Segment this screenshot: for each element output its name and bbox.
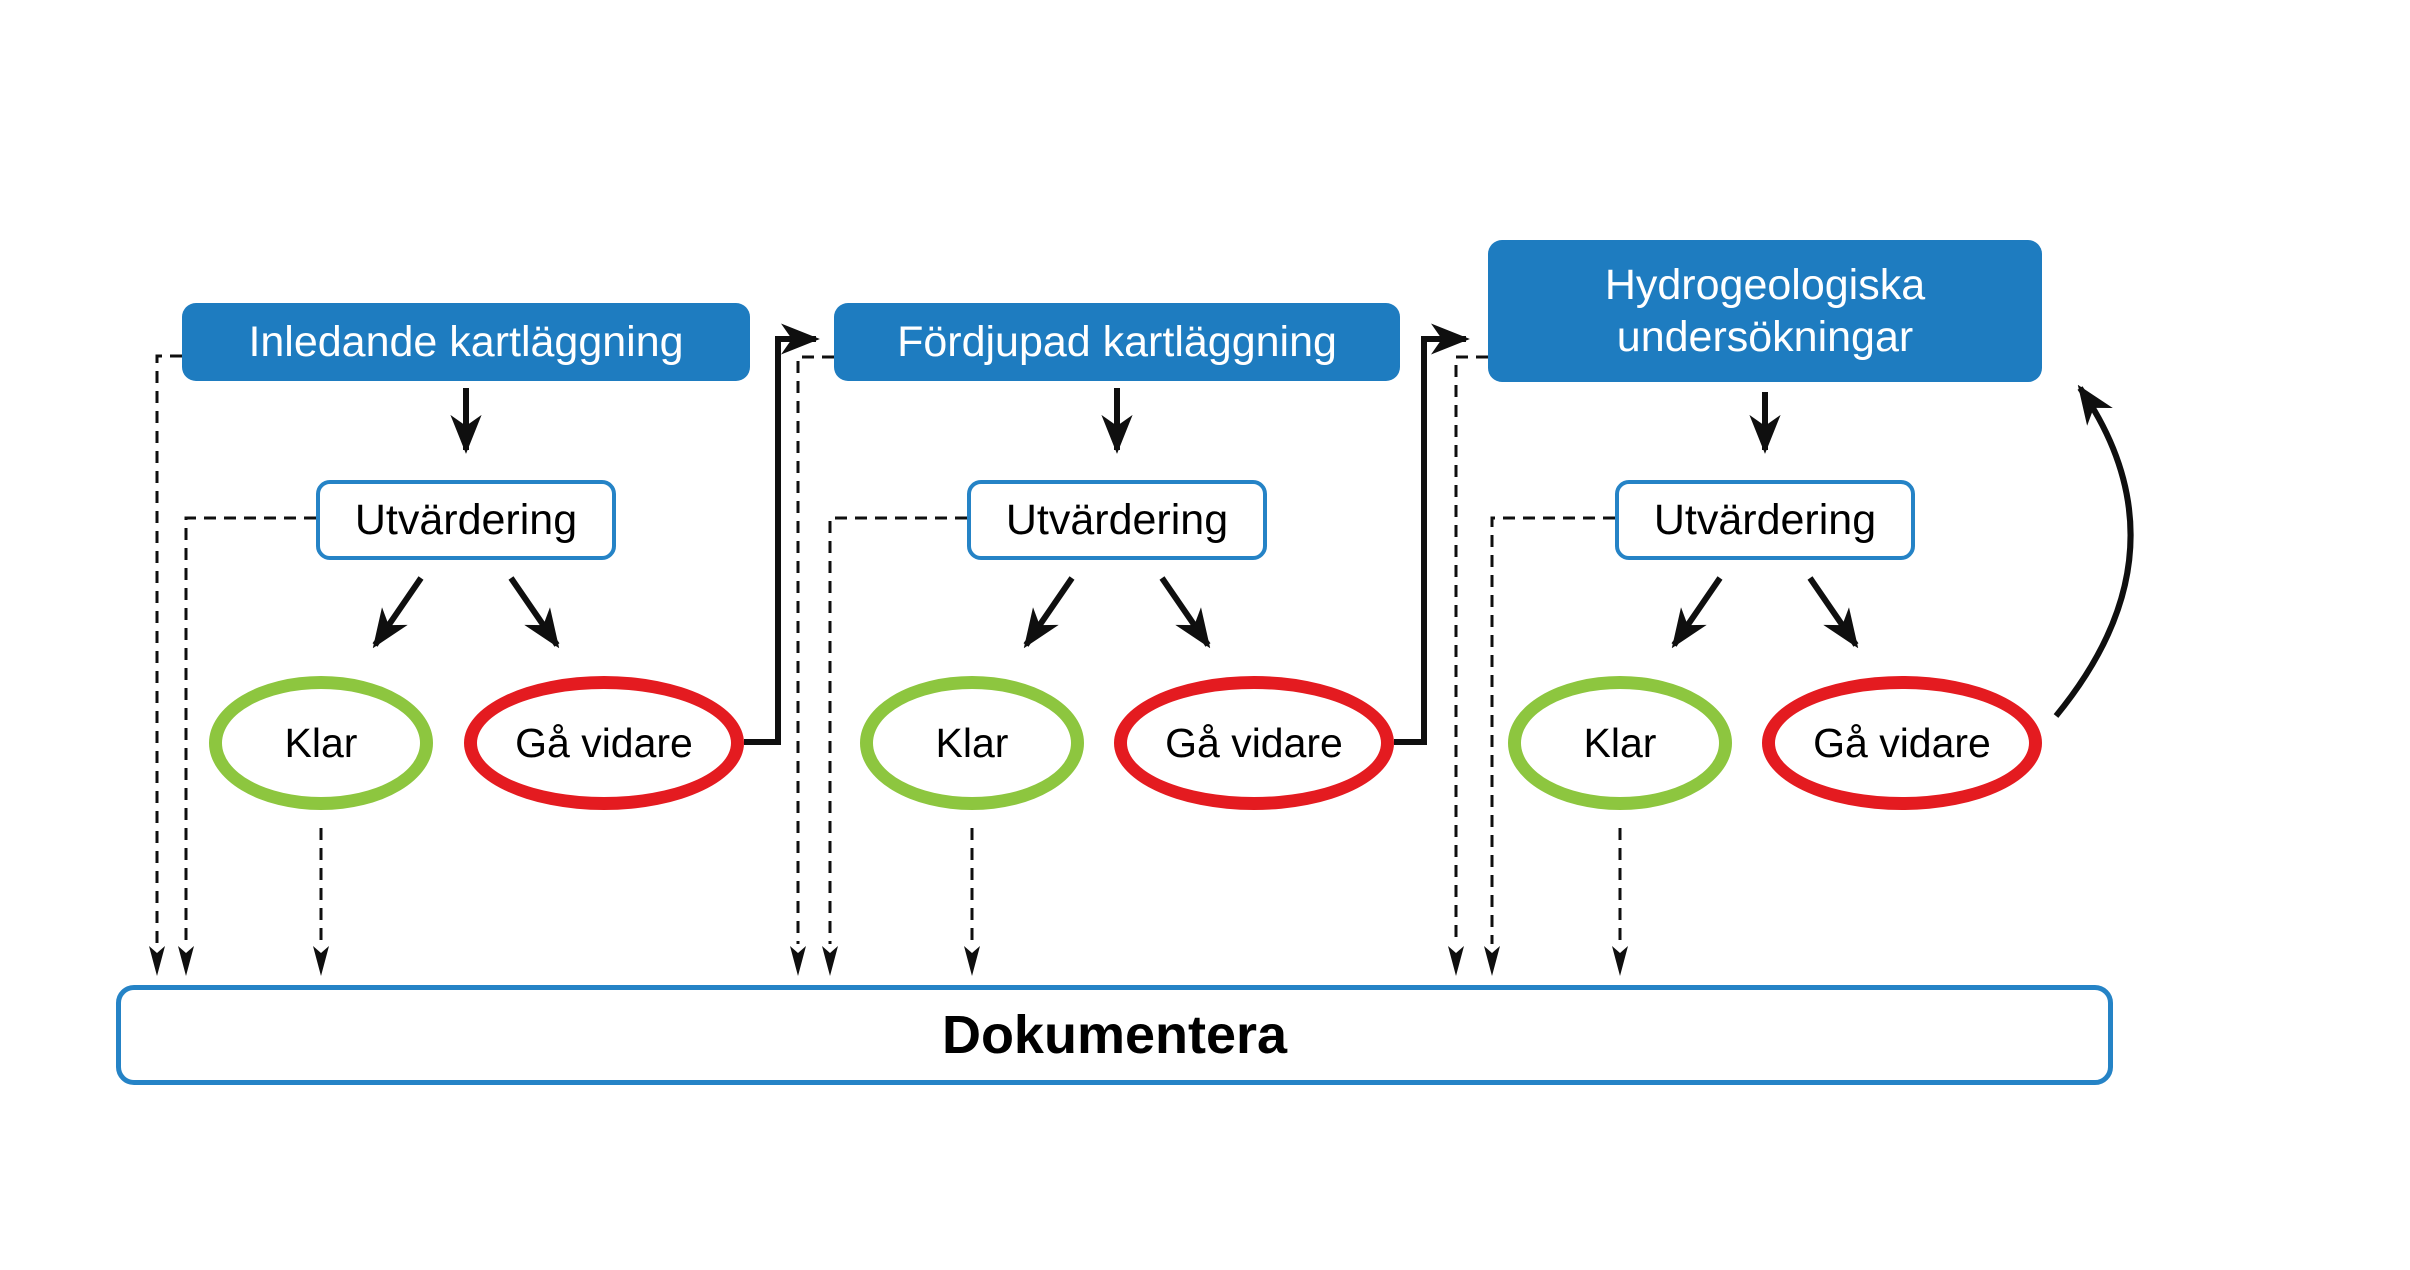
outcome-klar-label: Klar: [1583, 719, 1657, 766]
stage-box-inledande-kartlaggning: Inledande kartläggning: [182, 303, 750, 381]
outcome-klar-label: Klar: [284, 719, 358, 766]
outcome-ga-vidare-label: Gå vidare: [1813, 719, 1991, 766]
arrow-evaluation3-to-gavidare3: [1807, 576, 1859, 649]
outcome-ga-vidare-2: Gå vidare: [1114, 676, 1394, 810]
stage-box-hydrogeologiska-undersokningar: Hydrogeologiska undersökningar: [1488, 240, 2042, 382]
dashed-arrowhead-icon: [313, 946, 329, 976]
dashed-arrowhead-icon: [1484, 946, 1500, 976]
evaluation-label: Utvärdering: [1653, 495, 1877, 544]
dashed-stage1-to-document: [155, 354, 182, 944]
stage-title: Fördjupad kartläggning: [897, 317, 1337, 366]
dashed-stage3-to-document: [1454, 355, 1488, 944]
dashed-arrowhead-icon: [790, 946, 806, 976]
outcome-klar-2: Klar: [860, 676, 1084, 810]
arrow-evaluation3-to-klar3: [1671, 576, 1723, 649]
document-label: Dokumentera: [941, 1005, 1288, 1065]
dashed-arrowhead-icon: [178, 946, 194, 976]
arrow-evaluation1-to-klar1: [372, 576, 424, 649]
dashed-stage2-to-document: [796, 355, 834, 944]
dashed-arrowhead-icon: [822, 946, 838, 976]
evaluation-box-1: Utvärdering: [316, 480, 616, 560]
dashed-arrowhead-icon: [964, 946, 980, 976]
document-box: Dokumentera: [116, 985, 2113, 1085]
connector-gavidare2-to-stage3: [1394, 323, 1470, 745]
evaluation-box-3: Utvärdering: [1615, 480, 1915, 560]
dashed-arrowhead-icon: [1448, 946, 1464, 976]
evaluation-label: Utvärdering: [1005, 495, 1229, 544]
connector-gavidare3-loop-to-stage3: [2053, 384, 2134, 718]
outcome-klar-1: Klar: [209, 676, 433, 810]
outcome-ga-vidare-label: Gå vidare: [515, 719, 693, 766]
stage-title: Hydrogeologiska undersökningar: [1604, 260, 1926, 361]
dashed-arrowhead-icon: [1612, 946, 1628, 976]
connector-gavidare1-to-stage2: [744, 323, 820, 745]
evaluation-box-2: Utvärdering: [967, 480, 1267, 560]
arrow-evaluation2-to-gavidare2: [1159, 576, 1211, 649]
dashed-arrowhead-icon: [149, 946, 165, 976]
arrow-evaluation2-to-klar2: [1023, 576, 1075, 649]
outcome-ga-vidare-1: Gå vidare: [464, 676, 744, 810]
outcome-klar-3: Klar: [1508, 676, 1732, 810]
outcome-ga-vidare-label: Gå vidare: [1165, 719, 1343, 766]
stage-title: Inledande kartläggning: [248, 317, 684, 366]
outcome-ga-vidare-3: Gå vidare: [1762, 676, 2042, 810]
arrow-evaluation1-to-gavidare1: [508, 576, 560, 649]
stage-box-fordjupad-kartlaggning: Fördjupad kartläggning: [834, 303, 1400, 381]
outcome-klar-label: Klar: [935, 719, 1009, 766]
evaluation-label: Utvärdering: [354, 495, 578, 544]
